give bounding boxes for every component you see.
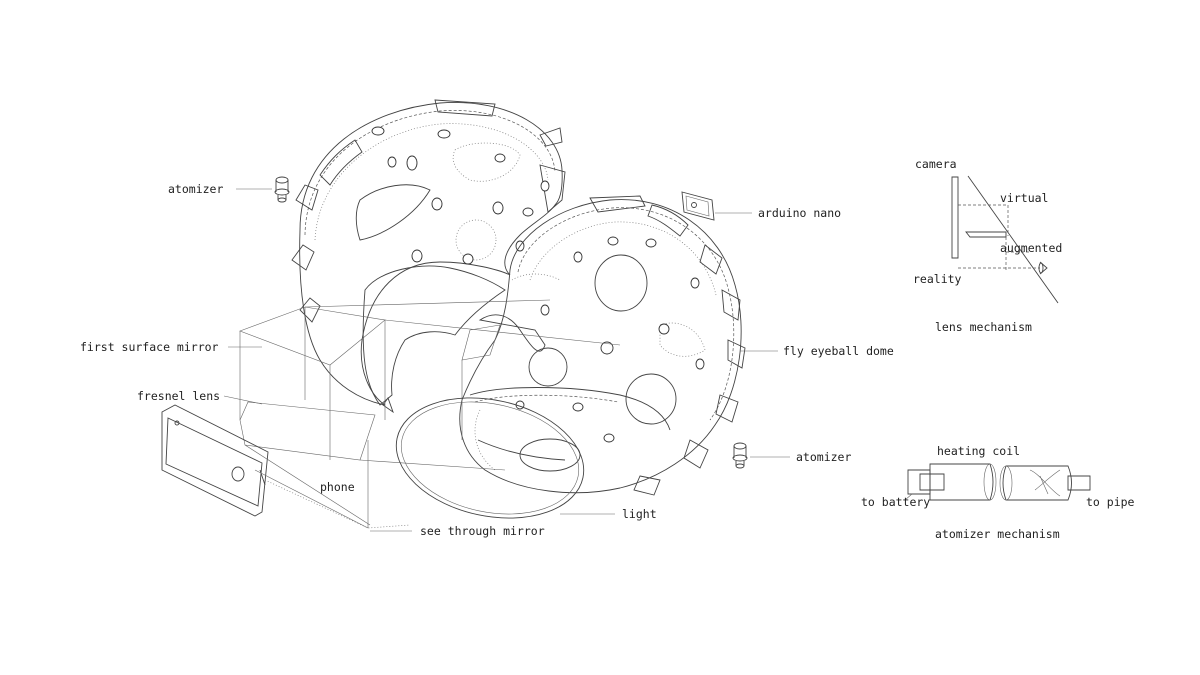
arduino-nano-board [682,192,752,220]
label-atomizer-right: atomizer [796,450,852,464]
label-virtual: virtual [1000,191,1049,205]
label-phone: phone [320,480,355,494]
optics-assembly [162,300,620,534]
label-heating-coil: heating coil [937,444,1021,458]
atomizer-mechanism-diagram [905,464,1090,500]
label-atomizer-top: atomizer [168,182,224,196]
leader-lines [224,347,778,531]
label-augmented: augmented [1000,241,1063,255]
label-fly-eyeball-dome: fly eyeball dome [783,344,894,358]
label-fresnel-lens: fresnel lens [137,389,221,403]
atomizer-right-part [733,443,790,468]
label-reality: reality [913,272,962,286]
label-light: light [622,507,657,521]
label-lens-mechanism: lens mechanism [935,320,1032,334]
lens-mechanism-diagram [952,176,1058,303]
label-see-through-mirror: see through mirror [420,524,545,538]
right-dome [460,196,745,495]
label-arduino-nano: arduino nano [758,206,842,220]
label-camera: camera [915,157,957,171]
label-atomizer-mechanism: atomizer mechanism [935,527,1060,541]
label-to-pipe: to pipe [1086,495,1135,509]
label-first-surface-mirror: first surface mirror [80,340,219,354]
label-to-battery: to battery [861,495,931,509]
atomizer-top-part [236,177,289,202]
left-dome [292,100,565,412]
